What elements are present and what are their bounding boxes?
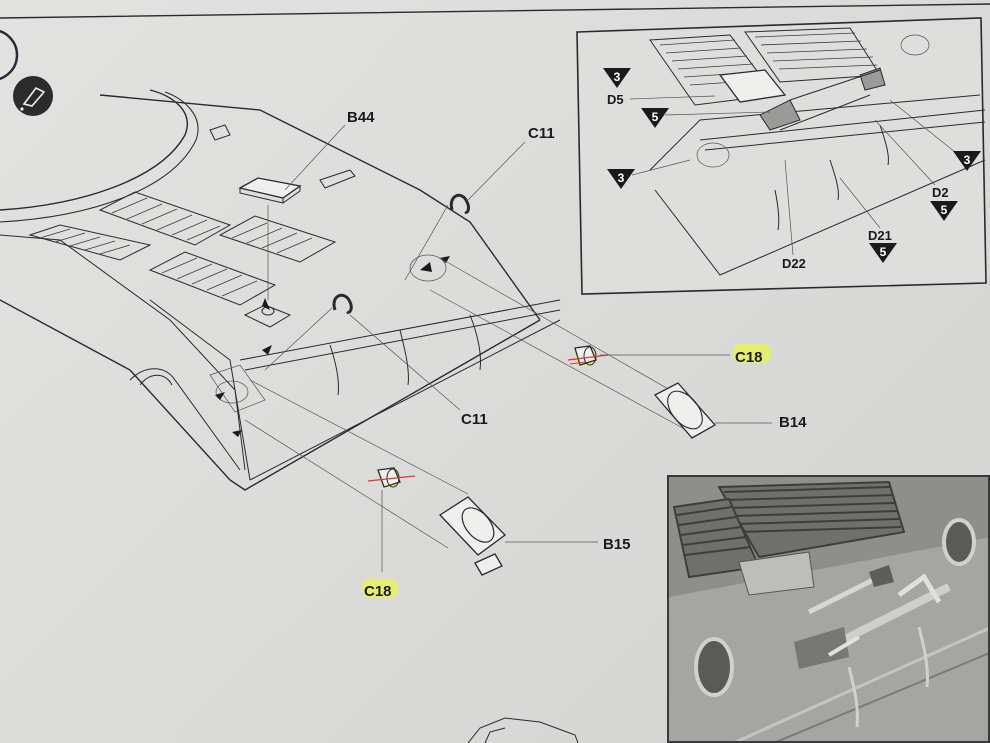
highlight-c18-bottom <box>362 579 398 598</box>
svg-text:5: 5 <box>652 110 659 124</box>
next-step-part-partial <box>467 717 579 743</box>
svg-text:3: 3 <box>618 171 625 185</box>
part-c18-bottom <box>244 379 469 572</box>
part-b44 <box>238 124 346 300</box>
hull-rear-deck <box>0 89 561 491</box>
label-b15: B15 <box>603 536 631 553</box>
label-d21: D21 <box>868 228 892 243</box>
highlight-c18-right <box>733 344 771 363</box>
glue-tube-icon <box>13 76 53 116</box>
label-c11-bottom: C11 <box>461 411 488 428</box>
part-c18-right <box>429 257 730 433</box>
page-top-edge <box>0 3 990 19</box>
paint-marker-5-d2: 5 <box>930 201 958 221</box>
label-c11-top: C11 <box>528 125 555 142</box>
part-b14 <box>653 382 772 439</box>
label-d2: D2 <box>932 185 949 200</box>
part-b15 <box>438 496 598 576</box>
label-c18-right: C18 <box>735 349 763 366</box>
paint-marker-5-d21: 5 <box>869 243 897 263</box>
svg-text:5: 5 <box>941 203 948 217</box>
paint-marker-3-top-left: 3 <box>603 68 631 88</box>
paint-marker-3-right: 3 <box>953 151 981 171</box>
paint-marker-3-mid-left: 3 <box>607 169 635 189</box>
label-d22: D22 <box>782 256 806 271</box>
part-c11-top <box>404 141 526 281</box>
label-d5: D5 <box>607 92 624 107</box>
paint-marker-5-d5: 5 <box>641 108 669 128</box>
reference-photo <box>667 475 990 743</box>
svg-text:3: 3 <box>964 153 971 167</box>
part-c11-bottom <box>264 293 461 411</box>
svg-text:3: 3 <box>614 70 621 84</box>
label-b44: B44 <box>347 109 375 126</box>
reference-photo-content <box>669 477 988 741</box>
label-c18-bottom: C18 <box>364 583 392 600</box>
step-number-circle <box>0 30 19 80</box>
label-b14: B14 <box>779 414 807 431</box>
inset-detail-box <box>576 17 987 295</box>
svg-text:5: 5 <box>880 245 887 259</box>
